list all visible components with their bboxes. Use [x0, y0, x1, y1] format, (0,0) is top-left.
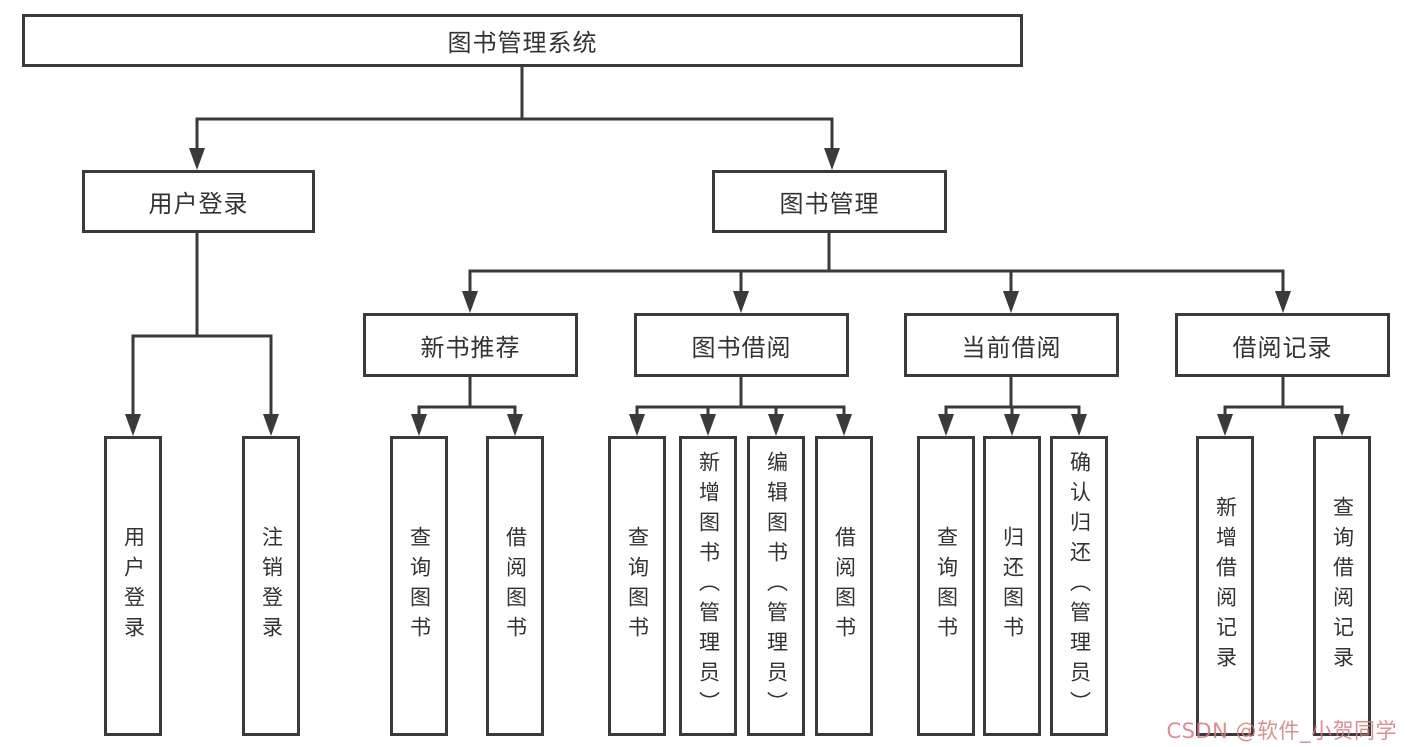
- node-label: 图书管理系统: [447, 29, 598, 57]
- node-user-login: 用户登录: [82, 170, 315, 233]
- node-label: 图书借阅: [691, 333, 792, 362]
- leaf-user-login: 用户登录: [104, 436, 162, 736]
- csdn-watermark: CSDN @软件_小贺同学: [1166, 719, 1397, 743]
- node-new-book-recommend: 新书推荐: [363, 313, 578, 377]
- leaf-current-query-books: 查询图书: [917, 436, 975, 736]
- node-label: 注销登录: [259, 526, 284, 646]
- leaf-recommend-borrow-books: 借阅图书: [486, 436, 544, 736]
- leaf-borrowing-query-books: 查询图书: [608, 436, 666, 736]
- node-book-borrowing: 图书借阅: [634, 313, 849, 377]
- node-label: 查询图书: [625, 526, 650, 646]
- node-label: 新增借阅记录: [1213, 496, 1238, 676]
- leaf-return-books: 归还图书: [983, 436, 1041, 736]
- node-label: 编辑图书（管理员）: [764, 451, 789, 721]
- leaf-borrow-books: 借阅图书: [815, 436, 873, 736]
- arrowheads: [125, 148, 1350, 436]
- node-label: 查询图书: [407, 526, 432, 646]
- leaf-add-borrow-record: 新增借阅记录: [1196, 436, 1254, 736]
- leaf-add-books-admin: 新增图书（管理员）: [679, 436, 737, 736]
- node-label: 归还图书: [1000, 526, 1025, 646]
- node-label: 用户登录: [121, 526, 146, 646]
- node-current-borrowing: 当前借阅: [904, 313, 1119, 377]
- node-label: 新增图书（管理员）: [696, 451, 721, 721]
- node-label: 确认归还（管理员）: [1067, 451, 1092, 721]
- node-label: 借阅图书: [503, 526, 528, 646]
- node-label: 借阅记录: [1232, 333, 1333, 362]
- leaf-logout: 注销登录: [242, 436, 300, 736]
- node-label: 查询图书: [934, 526, 959, 646]
- leaf-edit-books-admin: 编辑图书（管理员）: [747, 436, 805, 736]
- node-book-management: 图书管理: [712, 170, 947, 233]
- node-label: 当前借阅: [961, 333, 1062, 362]
- node-label: 用户登录: [148, 190, 249, 218]
- node-label: 新书推荐: [420, 333, 521, 362]
- node-label: 查询借阅记录: [1330, 496, 1355, 676]
- leaf-query-borrow-record: 查询借阅记录: [1313, 436, 1371, 736]
- node-borrowing-records: 借阅记录: [1175, 313, 1390, 377]
- leaf-confirm-return-admin: 确认归还（管理员）: [1050, 436, 1108, 736]
- node-label: 借阅图书: [832, 526, 857, 646]
- node-label: 图书管理: [779, 190, 880, 218]
- leaf-recommend-query-books: 查询图书: [390, 436, 448, 736]
- node-library-management-system: 图书管理系统: [22, 14, 1023, 67]
